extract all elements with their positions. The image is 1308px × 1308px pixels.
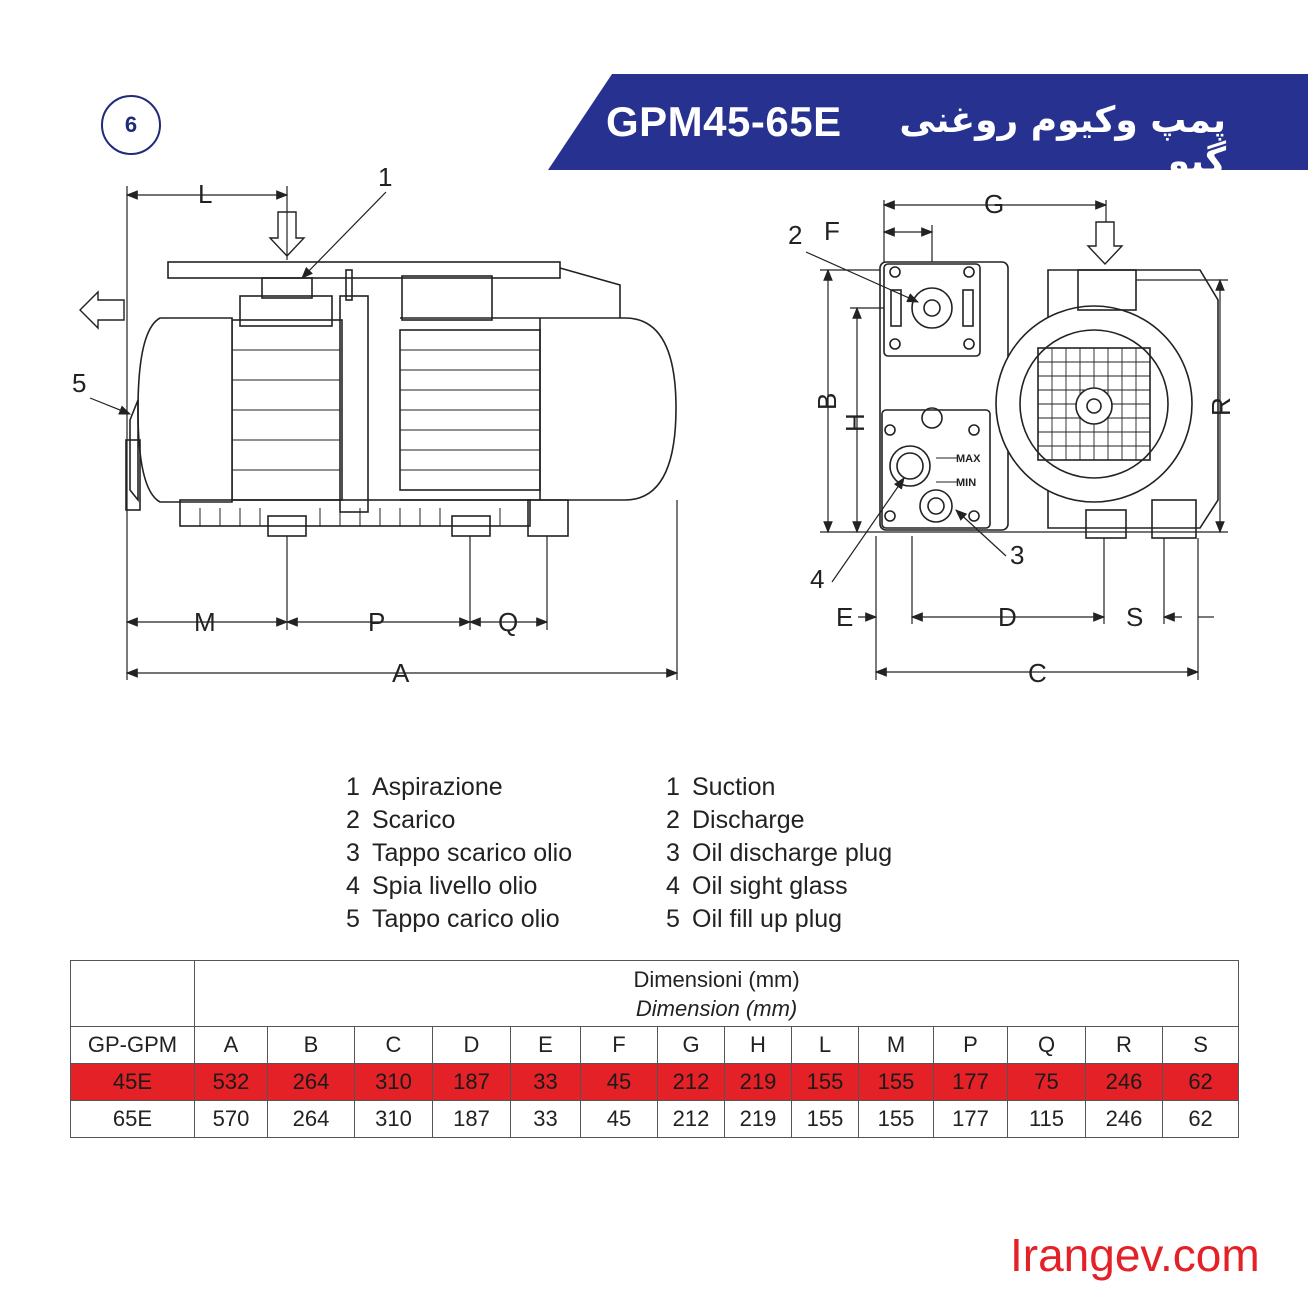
banner-persian-title: پمپ وکیوم روغنی گیو	[899, 100, 1226, 182]
table-cell: 33	[510, 1063, 581, 1101]
table-cell: 570	[194, 1100, 268, 1138]
table-cell: 75	[1007, 1063, 1086, 1101]
table-cell: 246	[1085, 1100, 1163, 1138]
column-header: F	[580, 1026, 658, 1064]
table-cell: 187	[432, 1063, 511, 1101]
dim-label-H: H	[840, 413, 870, 432]
table-cell: 115	[1007, 1100, 1086, 1138]
column-header: E	[510, 1026, 581, 1064]
dim-label-E: E	[836, 602, 853, 632]
table-cell: 45	[580, 1100, 658, 1138]
table-cell: 45	[580, 1063, 658, 1101]
table-columns-row: GP-GPM A B C D E F G H L M P Q R S	[70, 1026, 1240, 1064]
table-header-row: Dimensioni (mm) Dimension (mm)	[70, 960, 1240, 1027]
table-header: Dimensioni (mm) Dimension (mm)	[193, 960, 1240, 1027]
callout-1: 1	[378, 162, 392, 192]
dimensions-table: Dimensioni (mm) Dimension (mm) GP-GPM A …	[70, 960, 1240, 1138]
table-cell: 219	[724, 1063, 792, 1101]
title-banner	[548, 74, 1308, 170]
column-header: P	[933, 1026, 1008, 1064]
column-header: S	[1161, 1026, 1240, 1064]
table-cell: 212	[657, 1063, 725, 1101]
table-cell: 187	[432, 1100, 511, 1138]
table-cell: 155	[791, 1100, 859, 1138]
side-view-pump	[125, 261, 677, 537]
column-header-model: GP-GPM	[70, 1026, 195, 1064]
column-header: D	[432, 1026, 511, 1064]
table-cell: 532	[194, 1063, 268, 1101]
dim-label-A: A	[392, 658, 410, 688]
dim-label-D: D	[998, 602, 1017, 632]
header-italian: Dimensioni (mm)	[633, 966, 800, 992]
table-cell: 310	[354, 1063, 433, 1101]
column-header: C	[354, 1026, 433, 1064]
callout-5: 5	[72, 368, 86, 398]
table-cell: 62	[1161, 1063, 1240, 1101]
column-header: G	[657, 1026, 725, 1064]
table-row: 45E 532 264 310 187 33 45 212 219 155 15…	[70, 1063, 1240, 1101]
table-cell: 155	[858, 1063, 934, 1101]
dim-label-C: C	[1028, 658, 1047, 688]
table-corner-cell	[70, 960, 195, 1027]
callout-3: 3	[1010, 540, 1024, 570]
column-header: M	[858, 1026, 934, 1064]
table-cell: 155	[858, 1100, 934, 1138]
callout-4: 4	[810, 564, 824, 594]
callout-2: 2	[788, 220, 802, 250]
front-view-pump	[879, 261, 1219, 539]
column-header: H	[724, 1026, 792, 1064]
dim-label-G: G	[984, 189, 1004, 219]
page-number-badge: 6	[101, 95, 161, 155]
dim-label-L: L	[198, 179, 212, 209]
table-cell: 177	[933, 1063, 1008, 1101]
sight-glass-min-mark: MIN	[956, 477, 976, 489]
sight-glass-max-mark: MAX	[956, 453, 981, 465]
technical-drawing: 1 5 L M P Q A 2 3 4 F G B H R E D S C MA…	[72, 162, 1236, 688]
dim-label-M: M	[194, 607, 216, 637]
column-header: R	[1085, 1026, 1163, 1064]
column-header: Q	[1007, 1026, 1086, 1064]
table-cell-model: 65E	[70, 1100, 195, 1138]
header-english: Dimension (mm)	[635, 995, 798, 1021]
column-header: B	[267, 1026, 355, 1064]
table-cell: 310	[354, 1100, 433, 1138]
table-cell-model: 45E	[70, 1063, 195, 1101]
table-cell: 246	[1085, 1063, 1163, 1101]
column-header: A	[194, 1026, 268, 1064]
table-cell: 33	[510, 1100, 581, 1138]
table-cell: 264	[267, 1100, 355, 1138]
table-cell: 212	[657, 1100, 725, 1138]
table-cell: 264	[267, 1063, 355, 1101]
banner-model-name: GPM45-65E	[606, 98, 842, 145]
dim-label-F: F	[824, 216, 840, 246]
dim-label-S: S	[1126, 602, 1143, 632]
dim-label-P: P	[368, 607, 385, 637]
website-link[interactable]: Irangev.com	[1010, 1229, 1260, 1281]
table-cell: 62	[1161, 1100, 1240, 1138]
table-cell: 177	[933, 1100, 1008, 1138]
dim-label-R: R	[1206, 397, 1236, 416]
dim-label-B: B	[812, 393, 842, 410]
table-cell: 219	[724, 1100, 792, 1138]
table-row: 65E 570 264 310 187 33 45 212 219 155 15…	[70, 1100, 1240, 1138]
table-cell: 155	[791, 1063, 859, 1101]
column-header: L	[791, 1026, 859, 1064]
dim-label-Q: Q	[498, 607, 518, 637]
